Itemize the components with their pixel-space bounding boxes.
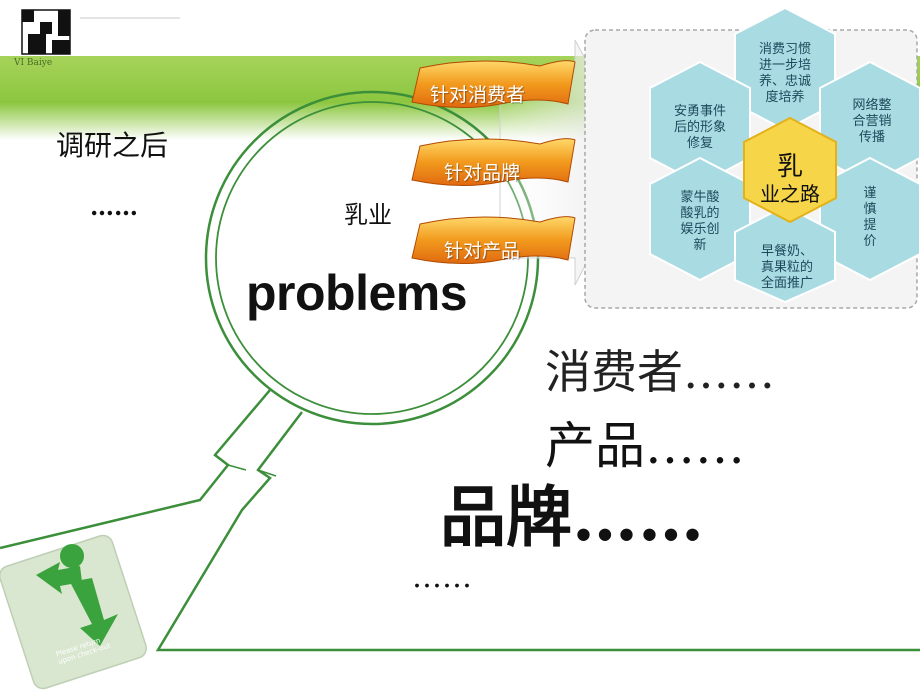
list-item-brand: 品牌…… bbox=[440, 478, 704, 556]
circle-small-label: 乳业 bbox=[344, 201, 392, 229]
ribbon-label-consumers: 针对消费者 bbox=[430, 84, 526, 106]
hex-bottom bbox=[734, 204, 836, 304]
ribbon-label-brand: 针对品牌 bbox=[444, 162, 521, 184]
hex-lower-right-label: 谨 慎 提 价 bbox=[850, 186, 890, 250]
hex-lower-right-line-1: 谨 bbox=[863, 186, 877, 201]
list-item-product: 产品…… bbox=[545, 417, 745, 475]
hex-bottom-line-2: 真果粒的 bbox=[760, 260, 813, 275]
circle-big-word: problems bbox=[246, 265, 468, 321]
hex-top-line-3: 养、忠诚 bbox=[758, 74, 811, 89]
hex-upper-left-line-1: 安勇事件 bbox=[673, 104, 726, 119]
hex-upper-right-line-1: 网络整 bbox=[852, 98, 892, 113]
hex-lower-left-line-1: 蒙牛酸 bbox=[680, 190, 720, 205]
hexagons bbox=[649, 6, 920, 304]
hex-center-line-2: 业之路 bbox=[760, 182, 820, 206]
left-dots: …… bbox=[90, 192, 138, 221]
green-arrow-icon bbox=[36, 562, 82, 594]
hex-upper-left-line-3: 修复 bbox=[686, 136, 713, 151]
list-item-ellipsis: …… bbox=[412, 560, 472, 595]
hex-upper-right-line-3: 传播 bbox=[858, 130, 885, 145]
info-stem-icon bbox=[70, 578, 118, 646]
hex-upper-right-line-2: 合营销 bbox=[852, 114, 892, 129]
hex-center-line-1: 乳 bbox=[776, 152, 803, 182]
info-dot-icon bbox=[60, 544, 84, 568]
hex-lower-left-label: 蒙牛酸 酸乳的 娱乐创 新 bbox=[662, 190, 738, 254]
hex-upper-left-line-2: 后的形象 bbox=[673, 120, 726, 135]
hex-top-line-4: 度培养 bbox=[765, 90, 805, 105]
hex-bottom-line-1: 早餐奶、 bbox=[760, 244, 813, 259]
hex-top-line-1: 消费习惯 bbox=[758, 42, 811, 57]
hex-lower-right-line-4: 价 bbox=[863, 234, 877, 249]
hex-lower-right-line-3: 提 bbox=[863, 218, 877, 233]
hex-top-line-2: 进一步培 bbox=[758, 58, 811, 73]
hex-upper-right-label: 网络整 合营销 传播 bbox=[834, 98, 910, 146]
hex-lower-left-line-2: 酸乳的 bbox=[680, 206, 720, 221]
hex-top-label: 消费习惯 进一步培 养、忠诚 度培养 bbox=[745, 42, 825, 106]
hex-lower-left-line-4: 新 bbox=[693, 238, 707, 253]
hex-lower-right-line-2: 慎 bbox=[863, 202, 877, 217]
hex-lower-left-line-3: 娱乐创 bbox=[680, 222, 720, 237]
logo-caption: VI Baiye bbox=[14, 58, 53, 68]
ribbon-shapes bbox=[411, 60, 576, 265]
ribbon-label-product: 针对产品 bbox=[444, 240, 521, 262]
hex-center bbox=[743, 116, 837, 224]
hex-bottom-label: 早餐奶、 真果粒的 全面推广 bbox=[745, 244, 829, 292]
logo bbox=[21, 9, 71, 55]
hex-center-label: 乳 业之路 bbox=[752, 152, 828, 206]
hex-upper-left-label: 安勇事件 后的形象 修复 bbox=[662, 104, 738, 152]
return-sign bbox=[0, 534, 148, 690]
hex-bottom-line-3: 全面推广 bbox=[760, 276, 813, 291]
left-title: 调研之后 bbox=[56, 129, 169, 162]
list-item-consumers: 消费者…… bbox=[545, 345, 775, 399]
